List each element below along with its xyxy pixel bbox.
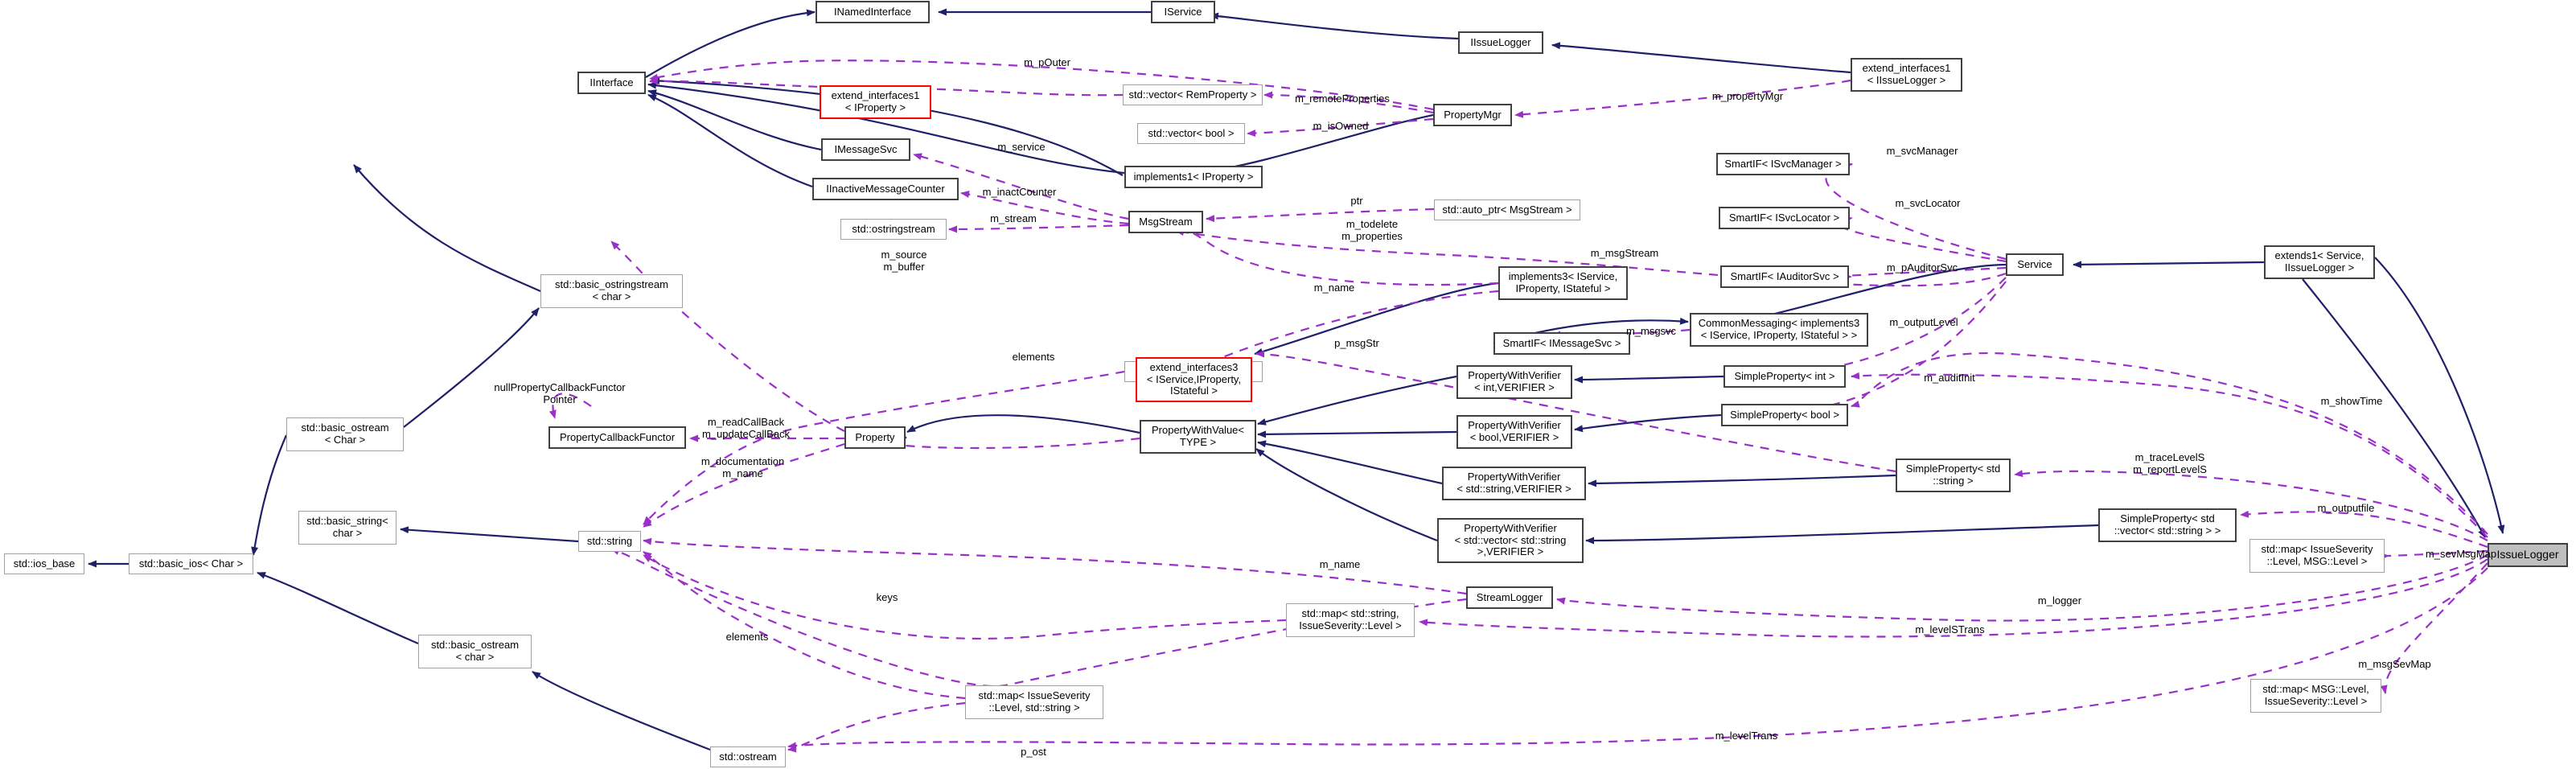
class-node-PropertyWithValue_TYPE[interactable]: PropertyWithValue< TYPE > [1140, 420, 1256, 454]
edge-label-m_source_m_buffer: m_source m_buffer [881, 249, 927, 273]
edge-label-m_auditInit: m_auditInit [1924, 372, 1975, 384]
class-node-implements3_IService_IProperty_IStateful[interactable]: implements3< IService, IProperty, IState… [1498, 266, 1628, 300]
edge-label-m_readCallBack_m_updateCallBack: m_readCallBack m_updateCallBack [701, 416, 791, 440]
edge-label-m_remoteProperties: m_remoteProperties [1295, 93, 1390, 105]
class-node-std_vector_bool[interactable]: std::vector< bool > [1137, 123, 1245, 144]
class-node-std_ostream[interactable]: std::ostream [710, 746, 786, 767]
edge-label-m_name_1: m_name [1313, 282, 1355, 294]
class-node-SimpleProperty_int[interactable]: SimpleProperty< int > [1723, 365, 1846, 388]
edge-label-m_levelSTrans: m_levelSTrans [1915, 623, 1985, 635]
class-node-std_basic_ostream_Char[interactable]: std::basic_ostream < Char > [286, 417, 404, 451]
class-node-std_map_string_IssueSeverity[interactable]: std::map< std::string, IssueSeverity::Le… [1286, 603, 1415, 637]
edge-label-m_showTime: m_showTime [2320, 395, 2383, 407]
class-node-extends1_Service_IIssueLogger[interactable]: extends1< Service, IIssueLogger > [2264, 245, 2375, 279]
class-node-std_auto_ptr_MsgStream[interactable]: std::auto_ptr< MsgStream > [1434, 199, 1580, 220]
class-node-MsgStream[interactable]: MsgStream [1128, 211, 1203, 233]
class-node-INamedInterface[interactable]: INamedInterface [816, 1, 930, 23]
class-node-implements1_IProperty[interactable]: implements1< IProperty > [1124, 166, 1263, 188]
class-node-SimpleProperty_bool[interactable]: SimpleProperty< bool > [1721, 404, 1848, 426]
edge-label-p_ost: p_ost [1021, 746, 1046, 758]
class-node-std_map_IssueSeverity_string[interactable]: std::map< IssueSeverity ::Level, std::st… [965, 685, 1103, 719]
edge-label-ptr: ptr [1350, 195, 1363, 207]
edge-label-m_logger: m_logger [2037, 594, 2082, 607]
edge-label-nullPropertyCallbackFunctorPointer: nullPropertyCallbackFunctor Pointer [494, 381, 626, 405]
edge-label-m_levelTrans: m_levelTrans [1715, 730, 1778, 742]
class-node-std_basic_ios_Char[interactable]: std::basic_ios< Char > [129, 553, 253, 574]
edge-label-m_traceLevelS_m_reportLevelS: m_traceLevelS m_reportLevelS [2133, 451, 2207, 475]
class-node-extend_interfaces1_IIssueLogger[interactable]: extend_interfaces1 < IIssueLogger > [1851, 58, 1962, 92]
edge-label-m_inactCounter: m_inactCounter [982, 186, 1057, 198]
class-node-PropertyWithVerifier_int[interactable]: PropertyWithVerifier < int,VERIFIER > [1456, 365, 1572, 399]
usage-edges [548, 60, 2488, 753]
edge-label-m_pOuter: m_pOuter [1024, 56, 1070, 68]
edge-label-m_propertyMgr: m_propertyMgr [1711, 90, 1784, 102]
class-node-Property[interactable]: Property [844, 426, 906, 449]
class-node-PropertyCallbackFunctor[interactable]: PropertyCallbackFunctor [548, 426, 686, 449]
class-node-SimpleProperty_vecstring[interactable]: SimpleProperty< std ::vector< std::strin… [2098, 508, 2237, 542]
edge-label-m_svcLocator: m_svcLocator [1895, 197, 1961, 209]
edge-label-m_msgStream: m_msgStream [1590, 247, 1659, 259]
class-node-std_map_IssueSeverity_MSG[interactable]: std::map< IssueSeverity ::Level, MSG::Le… [2249, 539, 2385, 573]
class-node-extend_interfaces3[interactable]: extend_interfaces3 < IService,IProperty,… [1136, 357, 1252, 402]
class-node-std_map_MSG_IssueSeverity[interactable]: std::map< MSG::Level, IssueSeverity::Lev… [2250, 679, 2381, 713]
class-node-PropertyMgr[interactable]: PropertyMgr [1433, 104, 1512, 126]
edge-label-m_todelete_m_properties: m_todelete m_properties [1341, 218, 1403, 242]
edge-label-p_msgStr: p_msgStr [1334, 337, 1379, 349]
edge-label-m_stream: m_stream [990, 212, 1037, 224]
class-node-IssueLogger[interactable]: IssueLogger [2488, 543, 2568, 567]
edge-label-m_svcManager: m_svcManager [1886, 145, 1958, 157]
class-node-CommonMessaging[interactable]: CommonMessaging< implements3 < IService,… [1690, 313, 1868, 347]
edge-label-m_service: m_service [997, 141, 1046, 153]
class-node-std_basic_string_char[interactable]: std::basic_string< char > [298, 511, 396, 545]
class-node-IService[interactable]: IService [1151, 1, 1215, 23]
edge-label-m_isOwned: m_isOwned [1313, 120, 1369, 132]
class-node-std_ostringstream[interactable]: std::ostringstream [840, 219, 947, 240]
class-node-SimpleProperty_string[interactable]: SimpleProperty< std ::string > [1896, 459, 2011, 492]
class-node-SmartIF_IAuditorSvc[interactable]: SmartIF< IAuditorSvc > [1720, 265, 1849, 288]
class-node-PropertyWithVerifier_string[interactable]: PropertyWithVerifier < std::string,VERIF… [1442, 467, 1586, 500]
class-node-IInterface[interactable]: IInterface [577, 72, 646, 94]
class-node-std_basic_ostream_char[interactable]: std::basic_ostream < char > [418, 635, 532, 668]
class-node-StreamLogger[interactable]: StreamLogger [1466, 586, 1553, 609]
class-node-IInactiveMessageCounter[interactable]: IInactiveMessageCounter [812, 178, 959, 200]
class-node-extend_interfaces1_IProperty[interactable]: extend_interfaces1 < IProperty > [820, 85, 931, 119]
class-node-std_ios_base[interactable]: std::ios_base [4, 553, 84, 574]
class-node-std_string[interactable]: std::string [578, 531, 641, 552]
class-node-SmartIF_IMessageSvc[interactable]: SmartIF< IMessageSvc > [1493, 332, 1630, 355]
class-node-SmartIF_ISvcLocator[interactable]: SmartIF< ISvcLocator > [1719, 207, 1850, 229]
class-node-std_basic_ostringstream_char[interactable]: std::basic_ostringstream < char > [540, 274, 683, 308]
edge-label-m_outputLevel: m_outputLevel [1889, 316, 1958, 328]
class-node-SmartIF_ISvcManager[interactable]: SmartIF< ISvcManager > [1716, 153, 1850, 175]
edge-label-m_pAuditorSvc: m_pAuditorSvc [1886, 261, 1958, 273]
class-node-IMessageSvc[interactable]: IMessageSvc [821, 138, 910, 161]
class-node-PropertyWithVerifier_bool[interactable]: PropertyWithVerifier < bool,VERIFIER > [1456, 415, 1572, 449]
edge-label-m_outputfile: m_outputfile [2317, 502, 2375, 514]
edge-label-m_msgSevMap: m_msgSevMap [2358, 658, 2431, 670]
edge-label-m_name_2: m_name [1319, 558, 1361, 570]
edge-label-m_documentation_m_name: m_documentation m_name [700, 455, 785, 479]
edge-label-elements_2: elements [725, 631, 769, 643]
class-node-PropertyWithVerifier_vecstring[interactable]: PropertyWithVerifier < std::vector< std:… [1437, 518, 1584, 563]
class-node-std_vector_RemProperty[interactable]: std::vector< RemProperty > [1123, 84, 1263, 105]
class-node-Service[interactable]: Service [2006, 253, 2064, 276]
class-node-IIssueLogger[interactable]: IIssueLogger [1458, 31, 1543, 54]
edge-label-elements_1: elements [1012, 351, 1055, 363]
edge-label-keys: keys [876, 591, 898, 603]
